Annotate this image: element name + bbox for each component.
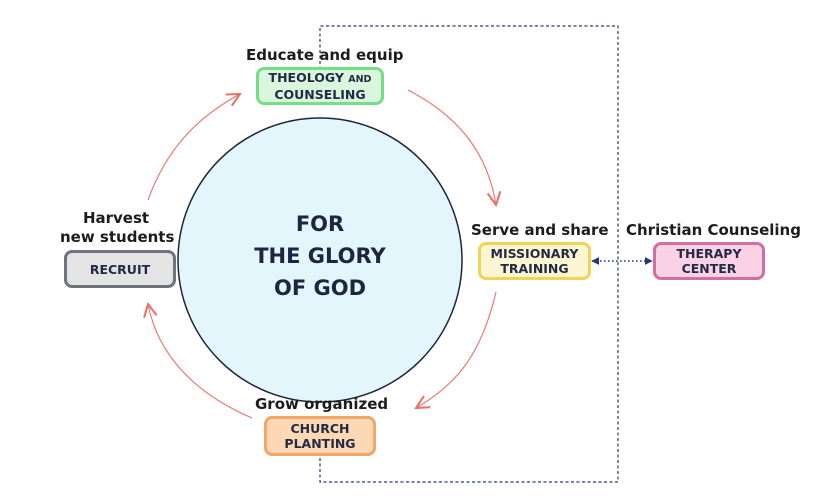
- recruit-box-label: RECRUIT: [89, 261, 151, 277]
- church-caption: Grow organized: [255, 395, 389, 413]
- church-box-line2: PLANTING: [284, 436, 356, 451]
- dashed-connector-line: [319, 25, 619, 483]
- recruit-caption-line2: new students: [60, 228, 175, 246]
- center-title: FOR THE GLORY OF GOD: [220, 208, 420, 304]
- missionary-box-line1: MISSIONARY: [490, 246, 579, 261]
- therapy-box-line1: THERAPY: [676, 246, 742, 261]
- theology-word: THEOLOGY: [268, 70, 344, 85]
- center-title-line1: FOR: [295, 212, 345, 236]
- theology-box-line2: COUNSELING: [274, 87, 366, 102]
- church-box-line1: CHURCH: [290, 421, 350, 436]
- theology-counseling-box: THEOLOGY AND COUNSELING: [256, 67, 384, 105]
- church-planting-box: CHURCH PLANTING: [264, 416, 376, 456]
- recruit-caption: Harvest new students: [60, 209, 175, 247]
- missionary-caption: Serve and share: [471, 221, 609, 239]
- center-title-line3: OF GOD: [273, 276, 367, 300]
- arrow-theology-to-missionary: [407, 89, 496, 205]
- center-circle: [177, 117, 463, 403]
- missionary-training-box: MISSIONARY TRAINING: [478, 242, 591, 280]
- missionary-box-line2: TRAINING: [500, 261, 569, 276]
- arrow-missionary-to-church: [416, 291, 497, 408]
- therapy-box-line2: CENTER: [681, 261, 737, 276]
- theology-caption: Educate and equip: [246, 46, 404, 64]
- and-word: AND: [348, 74, 372, 85]
- theology-box-line1: THEOLOGY AND: [269, 70, 372, 87]
- center-title-line2: THE GLORY: [254, 244, 386, 268]
- recruit-caption-line1: Harvest: [82, 209, 150, 227]
- recruit-box: RECRUIT: [64, 250, 176, 288]
- arrow-recruit-to-theology: [147, 94, 240, 201]
- arrow-church-to-recruit: [148, 304, 253, 419]
- therapy-center-box: THERAPY CENTER: [653, 242, 765, 280]
- therapy-caption: Christian Counseling: [626, 221, 801, 239]
